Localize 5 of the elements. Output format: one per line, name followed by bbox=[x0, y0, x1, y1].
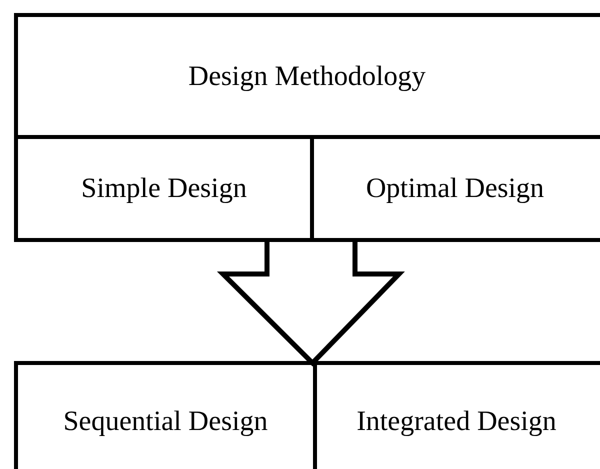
box-label: Simple Design bbox=[81, 172, 247, 206]
box-label: Sequential Design bbox=[63, 404, 268, 438]
box-label: Integrated Design bbox=[356, 404, 556, 438]
box-label: Optimal Design bbox=[366, 172, 544, 206]
box-label: Design Methodology bbox=[188, 60, 426, 94]
